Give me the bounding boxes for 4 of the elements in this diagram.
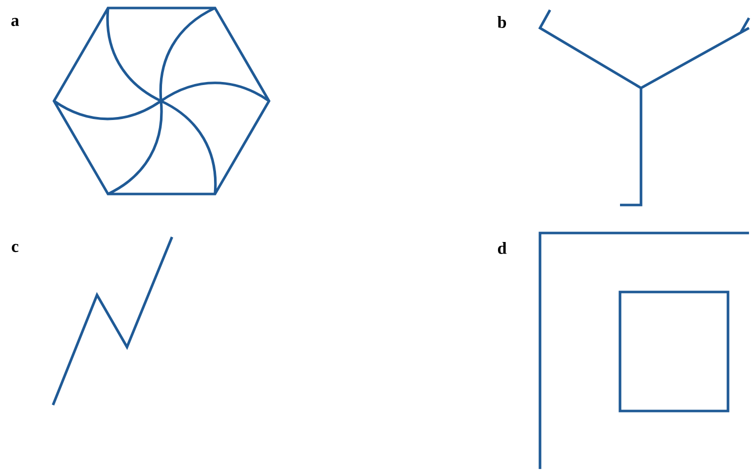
panel-label: a [11,18,19,26]
panel-label: c [12,244,18,252]
panel-label: d [498,242,507,254]
panel-label: b [498,16,506,28]
